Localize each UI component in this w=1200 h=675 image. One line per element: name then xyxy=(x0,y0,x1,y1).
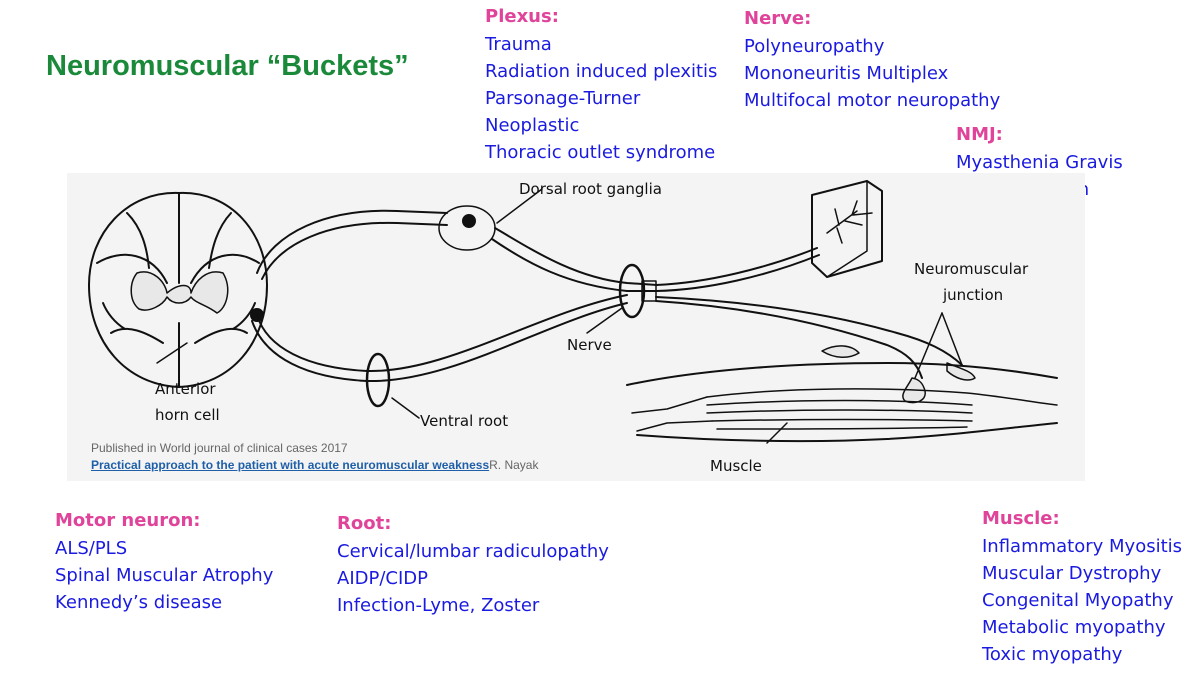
muscle-heading: Muscle: xyxy=(982,508,1060,529)
nmj-heading: NMJ: xyxy=(956,124,1003,145)
list-item: Polyneuropathy xyxy=(744,36,885,57)
neuromuscular-junction-label-line2: junction xyxy=(943,286,1004,304)
dorsal-root-ganglion xyxy=(438,205,496,251)
spinal-cord-drawing xyxy=(88,191,268,388)
muscle-drawing xyxy=(626,362,1058,444)
list-item: Kennedy’s disease xyxy=(55,592,223,613)
list-item: Inflammatory Myositis xyxy=(982,536,1183,557)
list-item: Trauma xyxy=(485,34,552,55)
nerve-group: Nerve: Polyneuropathy Mononeuritis Multi… xyxy=(744,8,1000,114)
muscle-group: Muscle: Inflammatory Myositis Muscular D… xyxy=(982,508,1182,668)
plexus-list: Trauma Radiation induced plexitis Parson… xyxy=(485,31,717,166)
dorsal-root-line xyxy=(256,209,448,274)
plexus-group: Plexus: Trauma Radiation induced plexiti… xyxy=(485,6,717,166)
nerve-list: Polyneuropathy Mononeuritis Multiplex Mu… xyxy=(744,33,1000,114)
credit-published: Published in World journal of clinical c… xyxy=(91,441,348,455)
ventral-root-line xyxy=(256,294,628,373)
list-item: Congenital Myopathy xyxy=(982,590,1174,611)
nerve-heading: Nerve: xyxy=(744,8,812,29)
list-item: Muscular Dystrophy xyxy=(982,563,1162,584)
list-item: Radiation induced plexitis xyxy=(485,61,718,82)
plexus-heading: Plexus: xyxy=(485,6,559,27)
ventral-root-ring xyxy=(365,352,391,408)
credit-article-link[interactable]: Practical approach to the patient with a… xyxy=(91,458,490,472)
dorsal-root-ganglia-label: Dorsal root ganglia xyxy=(519,180,662,198)
list-item: ALS/PLS xyxy=(55,538,128,559)
list-item: Myasthenia Gravis xyxy=(956,152,1123,173)
diagram-drawing xyxy=(88,180,1058,444)
list-item: Thoracic outlet syndrome xyxy=(485,142,716,163)
root-list: Cervical/lumbar radiculopathy AIDP/CIDP … xyxy=(337,538,609,619)
list-item: Parsonage-Turner xyxy=(485,88,641,109)
list-item: Neoplastic xyxy=(485,115,580,136)
neuromuscular-junction-label-line1: Neuromuscular xyxy=(914,260,1029,278)
dorsal-nerve-line xyxy=(494,227,658,286)
neuromuscular-diagram: Dorsal root ganglia Neuromuscular juncti… xyxy=(67,173,1085,481)
list-item: Metabolic myopathy xyxy=(982,617,1166,638)
ventral-root-label: Ventral root xyxy=(420,412,509,430)
motor-nerve-line xyxy=(655,296,963,366)
page-title: Neuromuscular “Buckets” xyxy=(46,50,409,82)
muscle-list: Inflammatory Myositis Muscular Dystrophy… xyxy=(982,533,1182,668)
dorsal-root-ganglion-dot xyxy=(462,214,476,228)
anterior-horn-label-line1: Anterior xyxy=(155,380,216,398)
root-group: Root: Cervical/lumbar radiculopathy AIDP… xyxy=(337,513,609,619)
skin-block xyxy=(811,180,883,278)
credit-line: Practical approach to the patient with a… xyxy=(91,458,538,472)
list-item: Mononeuritis Multiplex xyxy=(744,63,949,84)
list-item: Infection-Lyme, Zoster xyxy=(337,595,540,616)
list-item: Multifocal motor neuropathy xyxy=(744,90,1001,111)
motor-neuron-list: ALS/PLS Spinal Muscular Atrophy Kennedy’… xyxy=(55,535,273,616)
muscle-label: Muscle xyxy=(710,457,762,475)
list-item: Cervical/lumbar radiculopathy xyxy=(337,541,609,562)
list-item: Toxic myopathy xyxy=(982,644,1123,665)
credit-author: R. Nayak xyxy=(489,458,539,472)
anterior-horn-label-line2: horn cell xyxy=(155,406,220,424)
nerve-ring xyxy=(618,263,646,319)
motor-neuron-heading: Motor neuron: xyxy=(55,510,201,531)
sensory-branch-line xyxy=(655,247,818,286)
list-item: Spinal Muscular Atrophy xyxy=(55,565,274,586)
list-item: AIDP/CIDP xyxy=(337,568,428,589)
nerve-label: Nerve xyxy=(567,336,612,354)
root-heading: Root: xyxy=(337,513,392,534)
motor-neuron-group: Motor neuron: ALS/PLS Spinal Muscular At… xyxy=(55,510,273,616)
